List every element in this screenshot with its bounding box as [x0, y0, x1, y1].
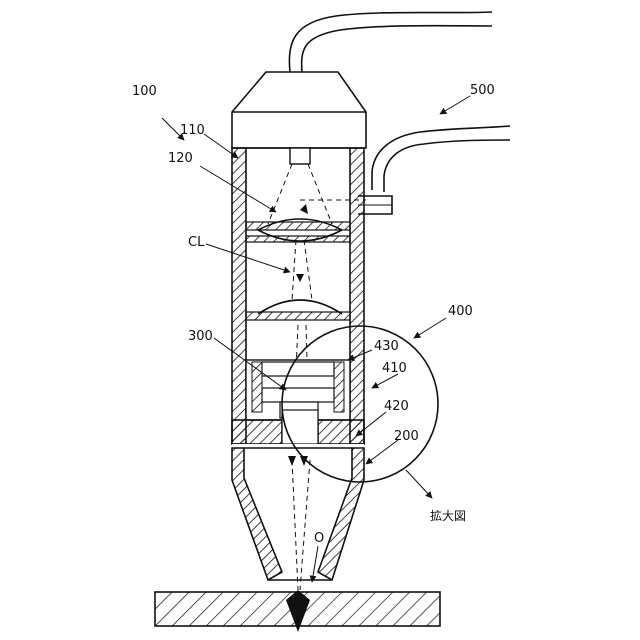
lens-upper — [246, 219, 350, 242]
top-cable — [289, 12, 492, 72]
label-400: 400 — [448, 304, 473, 319]
label-100: 100 — [132, 84, 157, 99]
emitter-block — [290, 148, 310, 164]
workpiece — [155, 590, 440, 632]
cap-housing — [232, 72, 366, 148]
label-cl: CL — [188, 235, 205, 250]
lens-lower — [246, 300, 350, 320]
label-magnified-view: 拡大図 — [430, 509, 466, 523]
label-430: 430 — [374, 339, 399, 354]
label-200: 200 — [394, 429, 419, 444]
label-410: 410 — [382, 361, 407, 376]
label-420: 420 — [384, 399, 409, 414]
label-300: 300 — [188, 329, 213, 344]
side-tube — [358, 126, 510, 214]
label-500: 500 — [470, 83, 495, 98]
label-110: 110 — [180, 123, 205, 138]
label-120: 120 — [168, 151, 193, 166]
nozzle — [232, 444, 364, 580]
label-o: O — [314, 531, 324, 546]
